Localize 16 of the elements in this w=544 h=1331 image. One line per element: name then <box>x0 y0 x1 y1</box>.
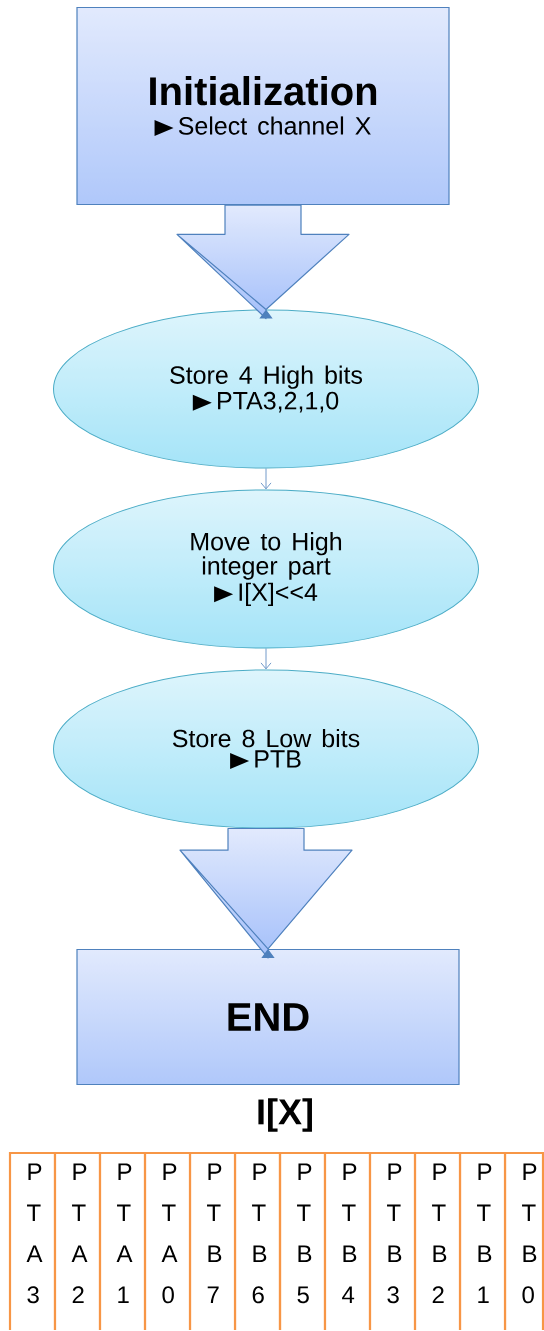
block-arrow <box>179 827 353 959</box>
block-arrow <box>176 204 350 320</box>
table-cell: P T B 4 <box>323 1151 372 1330</box>
table-cell: P T B 1 <box>458 1151 507 1330</box>
arrow <box>260 648 272 670</box>
arrow <box>260 468 272 490</box>
table-cell: P T B 3 <box>368 1151 417 1330</box>
table-cell: P T A 2 <box>53 1151 102 1330</box>
table-cell: P T B 0 <box>503 1151 544 1330</box>
table-cell: P T B 7 <box>188 1151 237 1330</box>
table-cell: P T A 0 <box>143 1151 192 1330</box>
table-cell: P T B 5 <box>278 1151 327 1330</box>
table-cell: P T B 6 <box>233 1151 282 1330</box>
table-cell: P T B 2 <box>413 1151 462 1330</box>
table-cell: P T A 1 <box>98 1151 147 1330</box>
table-cell: P T A 3 <box>8 1151 57 1330</box>
